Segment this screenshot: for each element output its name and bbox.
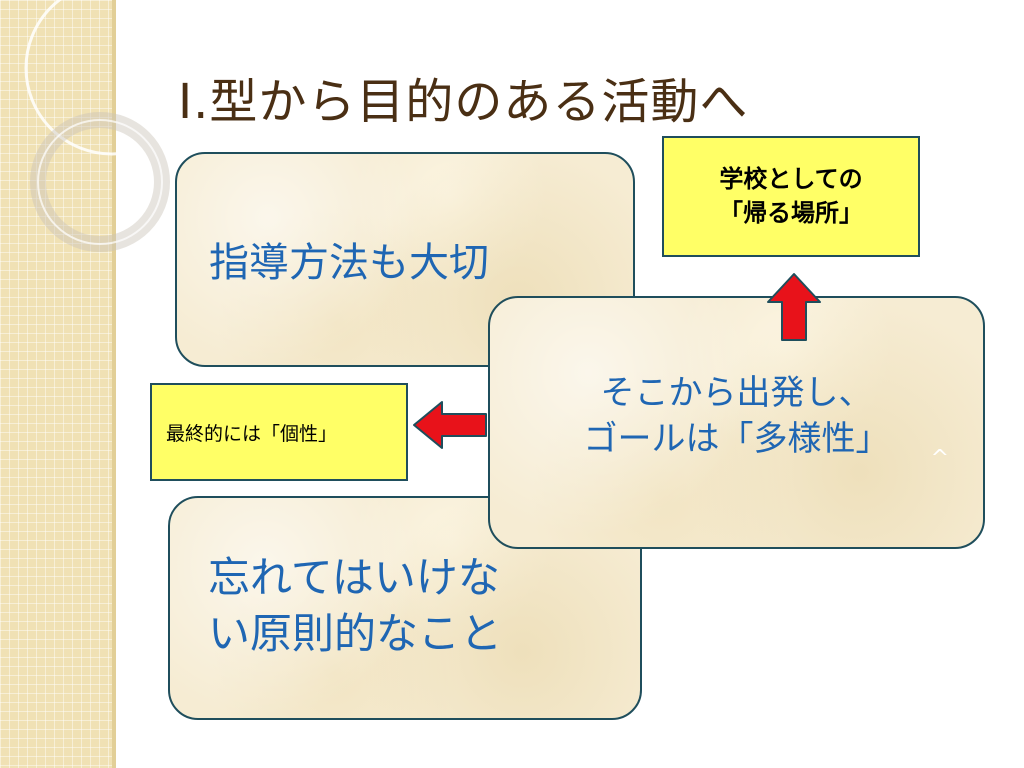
start-box: そこから出発し、 ゴールは「多様性」 ^	[488, 296, 985, 549]
individuality-note: 最終的には「個性」	[150, 383, 408, 481]
arrow-left-icon	[413, 401, 487, 449]
slide-title: I.型から目的のある活動へ	[178, 74, 749, 130]
start-text: そこから出発し、 ゴールは「多様性」	[490, 370, 983, 462]
caret-mark: ^	[930, 446, 949, 471]
principles-line-1: 忘れてはいけな	[208, 553, 500, 602]
individuality-note-text: 最終的には「個性」	[166, 423, 338, 445]
school-note-line-2: 「帰る場所」	[719, 199, 863, 227]
school-note-line-1: 学校としての	[719, 165, 863, 193]
principles-line-2: い原則的なこと	[208, 609, 503, 658]
side-band-edge	[112, 0, 116, 768]
decorative-circles	[24, 0, 200, 252]
method-text: 指導方法も大切	[209, 240, 489, 286]
start-line-1: そこから出発し、	[600, 373, 873, 413]
principles-text: 忘れてはいけな い原則的なこと	[208, 550, 502, 662]
side-band-decoration	[0, 0, 112, 768]
start-line-2: ゴールは「多様性」	[583, 419, 890, 459]
arrow-up-icon	[767, 273, 821, 341]
school-note: 学校としての 「帰る場所」	[662, 136, 920, 257]
